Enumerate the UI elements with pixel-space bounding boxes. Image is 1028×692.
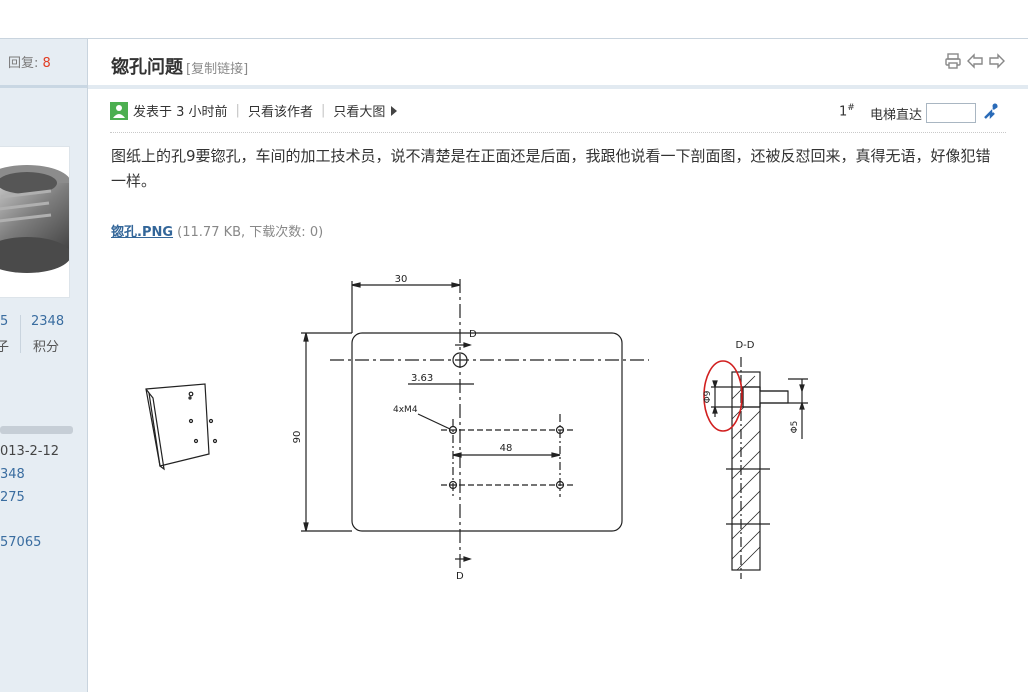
next-thread-icon[interactable] bbox=[988, 52, 1006, 70]
attachment-info: (11.77 KB, 下载次数: 0) bbox=[177, 225, 324, 240]
thread-icons bbox=[944, 52, 1006, 70]
dim-3-63: 3.63 bbox=[411, 373, 433, 384]
elevator-input[interactable] bbox=[926, 103, 977, 123]
meta-divider: | bbox=[235, 103, 240, 118]
annotation-circle bbox=[703, 360, 743, 432]
expand-arrow-icon[interactable] bbox=[391, 105, 398, 116]
isometric-view bbox=[145, 383, 218, 471]
elevator-label: 电梯直达 bbox=[870, 107, 923, 123]
posted-time: 发表于 3 小时前 bbox=[133, 105, 228, 120]
sidebar-bar bbox=[0, 426, 73, 434]
stat-value-1[interactable]: 5 bbox=[0, 314, 9, 329]
reply-number: 8 bbox=[42, 56, 51, 71]
stat-label-1: 子 bbox=[0, 336, 9, 355]
post-title-text: 锪孔问题 bbox=[111, 57, 183, 78]
floor-value: 1 bbox=[839, 104, 848, 120]
sidebar-divider bbox=[0, 85, 87, 88]
drawing-labels: 30 3.63 4xM4 90 48 D D D-D Φ9 Φ5 bbox=[292, 274, 800, 582]
dim-90: 90 bbox=[292, 431, 303, 444]
dim-4xm4: 4xM4 bbox=[393, 405, 418, 415]
meta-divider: | bbox=[320, 103, 326, 118]
post-title: 锪孔问题[复制链接] bbox=[111, 53, 248, 79]
elevator: 电梯直达 bbox=[870, 102, 1000, 124]
info-value-3[interactable]: 57065 bbox=[0, 535, 42, 550]
reply-label: 回复: bbox=[8, 56, 39, 71]
dim-48: 48 bbox=[500, 443, 513, 454]
floor-sup: # bbox=[847, 103, 855, 113]
print-icon[interactable] bbox=[944, 52, 962, 70]
meta-separator bbox=[110, 132, 1006, 133]
info-value-1[interactable]: 348 bbox=[0, 467, 25, 482]
dim-30: 30 bbox=[395, 274, 408, 285]
attachment: 锪孔.PNG (11.77 KB, 下载次数: 0) bbox=[111, 221, 323, 240]
stat-label-2: 积分 bbox=[33, 340, 60, 355]
stat-value-2[interactable]: 2348 bbox=[31, 314, 65, 329]
top-bar bbox=[0, 0, 1028, 39]
floor-number: 1# bbox=[839, 103, 855, 119]
copy-link[interactable]: [复制链接] bbox=[186, 62, 249, 77]
post-main: 锪孔问题[复制链接] 发表于 3 小时前 | 只看该作者 | 只看大图 1# 电… bbox=[88, 39, 1028, 692]
avatar[interactable] bbox=[0, 146, 70, 298]
elevator-go-icon[interactable] bbox=[982, 102, 1000, 124]
section-view bbox=[703, 357, 808, 579]
attachment-link[interactable]: 锪孔.PNG bbox=[111, 225, 174, 240]
info-date: 013-2-12 bbox=[0, 444, 60, 459]
dim-phi9: Φ9 bbox=[703, 390, 713, 403]
author-sidebar: 回复: 8 5 子 2348 积分 013-2-12 348 275 57065 bbox=[0, 39, 88, 692]
online-status-icon bbox=[110, 101, 128, 120]
big-image-link[interactable]: 只看大图 bbox=[333, 105, 386, 120]
front-view bbox=[301, 279, 649, 569]
only-author-link[interactable]: 只看该作者 bbox=[247, 105, 313, 120]
section-label-bottom: D bbox=[456, 571, 464, 582]
info-value-2[interactable]: 275 bbox=[0, 490, 25, 505]
section-title: D-D bbox=[735, 340, 754, 351]
stat-divider bbox=[20, 315, 21, 353]
post-content: 图纸上的孔9要锪孔，车间的加工技术员，说不清楚是在正面还是后面，我跟他说看一下剖… bbox=[111, 147, 991, 190]
post-meta: 发表于 3 小时前 | 只看该作者 | 只看大图 bbox=[110, 101, 398, 120]
prev-thread-icon[interactable] bbox=[966, 52, 984, 70]
dim-phi5: Φ5 bbox=[790, 421, 800, 434]
section-label-top: D bbox=[469, 329, 477, 340]
reply-count: 回复: 8 bbox=[8, 52, 51, 71]
title-divider bbox=[88, 85, 1028, 89]
attachment-image[interactable]: 30 3.63 4xM4 90 48 D D D-D Φ9 Φ5 bbox=[143, 269, 863, 589]
